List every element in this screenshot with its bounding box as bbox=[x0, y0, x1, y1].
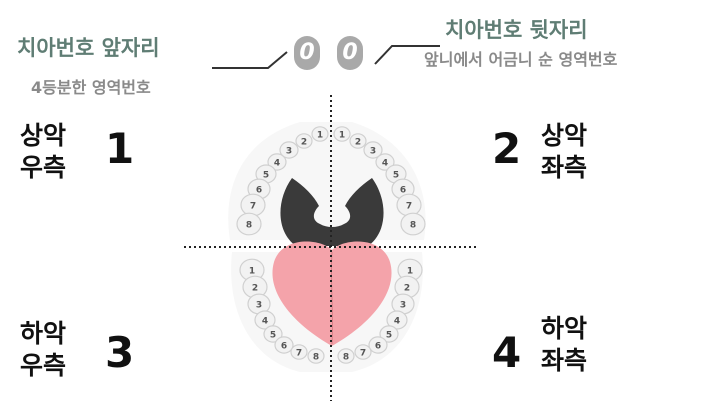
front-digit-badge: 0 bbox=[294, 36, 320, 70]
quadrant-1-jaw: 상악 bbox=[20, 121, 67, 150]
tooth-lower-left-4 bbox=[386, 310, 408, 330]
tooth-number-upper-right-6: 6 bbox=[256, 186, 262, 196]
tooth-upper-left-8 bbox=[400, 212, 426, 236]
tooth-upper-right-1 bbox=[311, 126, 329, 142]
tooth-number-lower-left-2: 2 bbox=[404, 284, 410, 294]
tooth-number-upper-right-8: 8 bbox=[246, 221, 252, 231]
tooth-number-upper-left-7: 7 bbox=[406, 202, 412, 212]
tooth-number-lower-left-1: 1 bbox=[407, 267, 413, 277]
tooth-number-upper-left-8: 8 bbox=[410, 221, 416, 231]
tooth-number-upper-left-6: 6 bbox=[400, 186, 406, 196]
tooth-number-lower-left-6: 6 bbox=[375, 342, 381, 352]
tooth-number-lower-right-3: 3 bbox=[256, 301, 262, 311]
tooth-lower-left-8 bbox=[337, 348, 355, 364]
quadrant-1-label: 상악 우측 bbox=[20, 120, 66, 184]
tooth-number-upper-right-7: 7 bbox=[250, 202, 256, 212]
quadrant-1-side: 우측 bbox=[20, 153, 67, 182]
tooth-lower-right-4 bbox=[254, 310, 276, 330]
quadrant-2-side: 좌측 bbox=[541, 153, 588, 182]
quadrant-4-jaw: 하악 bbox=[541, 314, 588, 343]
tooth-number-upper-left-2: 2 bbox=[355, 138, 361, 148]
quadrant-3-number: 3 bbox=[105, 328, 135, 377]
tooth-number-upper-left-3: 3 bbox=[370, 147, 376, 157]
quadrant-4-number: 4 bbox=[492, 328, 522, 377]
front-digit-subtitle: 4등분한 영역번호 bbox=[31, 78, 151, 97]
quadrant-2-number: 2 bbox=[492, 124, 522, 173]
back-digit-subtitle: 앞니에서 어금니 순 영역번호 bbox=[424, 50, 618, 69]
tooth-number-upper-left-5: 5 bbox=[393, 171, 399, 181]
quadrant-4-label: 하악 좌측 bbox=[541, 313, 587, 377]
tooth-number-lower-left-3: 3 bbox=[400, 301, 406, 311]
tooth-lower-left-5 bbox=[379, 325, 399, 343]
tooth-lower-right-7 bbox=[290, 344, 308, 360]
tooth-lower-right-6 bbox=[274, 336, 294, 354]
tooth-number-upper-right-2: 2 bbox=[301, 138, 307, 148]
tooth-number-upper-left-4: 4 bbox=[382, 159, 388, 169]
quadrant-2-label: 상악 좌측 bbox=[541, 120, 587, 184]
tooth-number-upper-right-5: 5 bbox=[263, 171, 269, 181]
tooth-upper-left-4 bbox=[375, 153, 395, 171]
tooth-number-lower-right-7: 7 bbox=[296, 349, 302, 359]
palate-shape bbox=[280, 178, 384, 246]
tooth-upper-left-3 bbox=[363, 141, 383, 159]
tooth-upper-left-2 bbox=[349, 133, 367, 149]
tooth-number-lower-right-5: 5 bbox=[270, 331, 276, 341]
tooth-number-lower-right-8: 8 bbox=[313, 353, 319, 363]
back-digit-badge: 0 bbox=[337, 36, 363, 70]
back-digit-title: 치아번호 뒷자리 bbox=[445, 18, 588, 42]
front-connector-line bbox=[212, 51, 288, 69]
quadrant-3-label: 하악 우측 bbox=[20, 318, 66, 382]
tooth-number-lower-right-1: 1 bbox=[249, 267, 255, 277]
tooth-upper-right-4 bbox=[267, 153, 287, 171]
tooth-number-lower-left-7: 7 bbox=[360, 349, 366, 359]
tooth-upper-right-3 bbox=[279, 141, 299, 159]
tooth-number-upper-left-1: 1 bbox=[339, 131, 345, 141]
tooth-lower-right-5 bbox=[263, 325, 283, 343]
tooth-upper-right-2 bbox=[295, 133, 313, 149]
tooth-number-upper-right-4: 4 bbox=[274, 159, 280, 169]
quadrant-3-side: 우측 bbox=[20, 351, 67, 380]
tooth-number-lower-right-2: 2 bbox=[252, 284, 258, 294]
quadrant-4-side: 좌측 bbox=[541, 346, 588, 375]
back-connector-line bbox=[374, 45, 440, 65]
quadrant-2-jaw: 상악 bbox=[541, 121, 588, 150]
tooth-upper-left-1 bbox=[333, 126, 351, 142]
tooth-number-lower-right-4: 4 bbox=[262, 317, 268, 327]
front-digit-title: 치아번호 앞자리 bbox=[17, 36, 160, 60]
tooth-number-lower-left-5: 5 bbox=[386, 331, 392, 341]
tooth-lower-left-7 bbox=[354, 344, 372, 360]
tooth-lower-right-8 bbox=[307, 348, 325, 364]
tooth-number-lower-left-8: 8 bbox=[343, 353, 349, 363]
tooth-lower-left-6 bbox=[368, 336, 388, 354]
tooth-number-upper-right-1: 1 bbox=[317, 131, 323, 141]
tooth-number-upper-right-3: 3 bbox=[286, 147, 292, 157]
tooth-number-lower-right-6: 6 bbox=[281, 342, 287, 352]
tooth-upper-right-8 bbox=[236, 212, 262, 236]
tooth-number-lower-left-4: 4 bbox=[394, 317, 400, 327]
quadrant-1-number: 1 bbox=[105, 124, 135, 173]
quadrant-3-jaw: 하악 bbox=[20, 319, 67, 348]
